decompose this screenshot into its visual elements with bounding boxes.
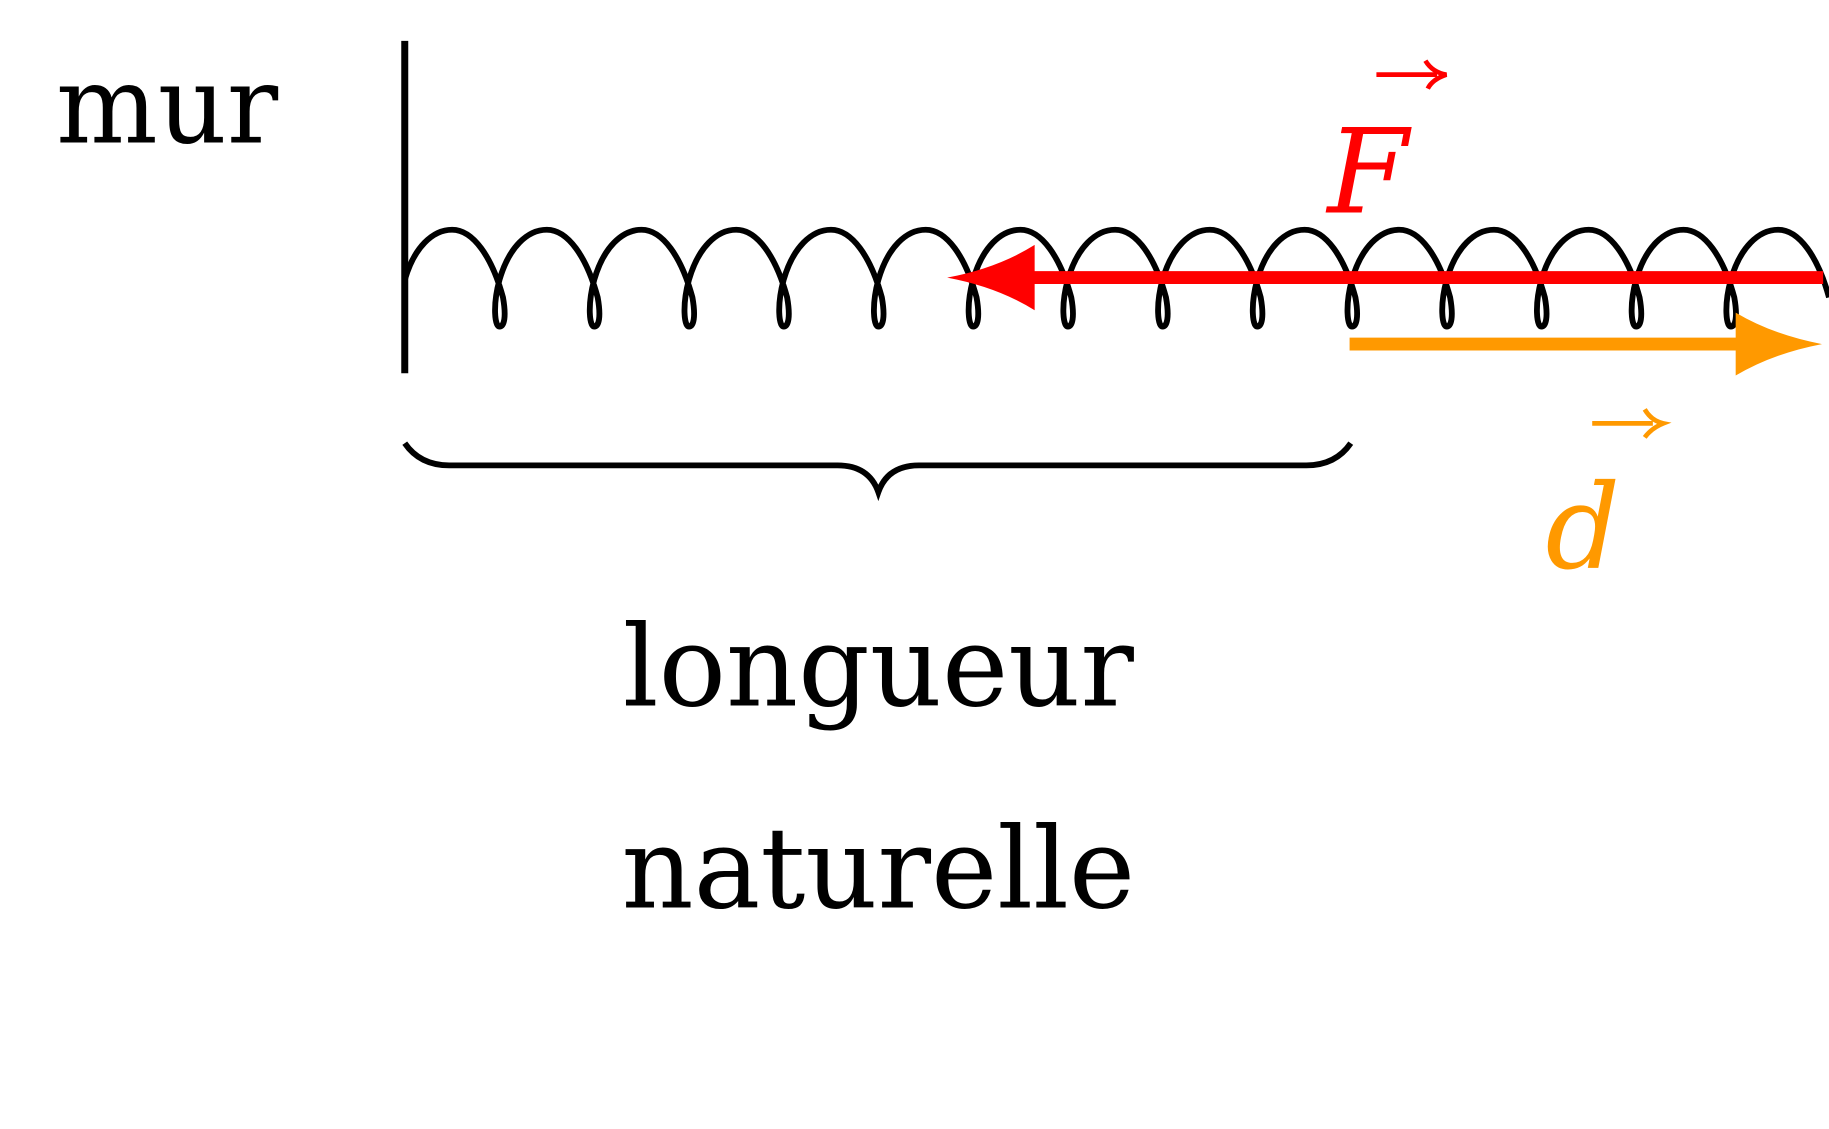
displacement-arrow xyxy=(1349,312,1823,376)
displacement-symbol: d xyxy=(1546,460,1621,596)
force-symbol: F xyxy=(1325,104,1412,240)
natural-length-brace xyxy=(402,441,1354,502)
force-arrow xyxy=(947,244,1824,311)
wall-label: mur xyxy=(56,43,279,168)
force-label: F xyxy=(1325,59,1448,240)
natural-length-label-line1: longueur xyxy=(623,603,1135,733)
displacement-label: d xyxy=(1546,408,1672,596)
spring xyxy=(401,226,1829,330)
natural-length-label-line2: naturelle xyxy=(621,804,1135,934)
